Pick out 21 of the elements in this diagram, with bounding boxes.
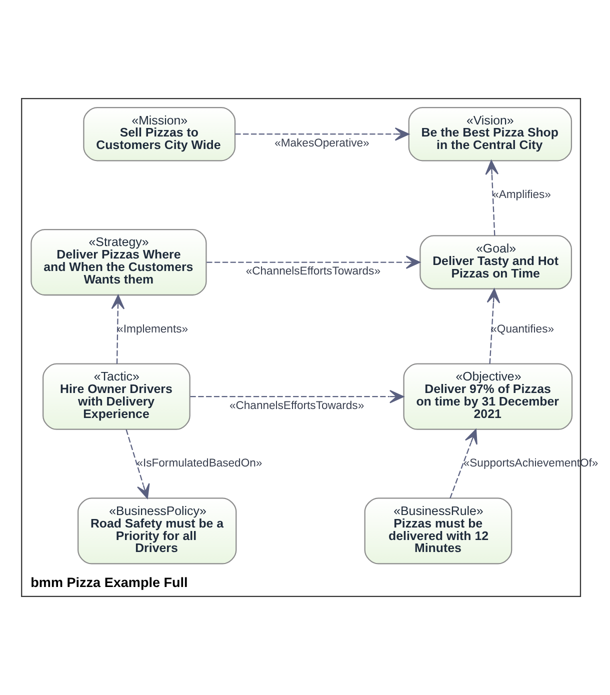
- arrow: [206, 256, 420, 269]
- node-box: «Objective» Deliver 97% of Pizzas on time by 31 December 2021: [403, 363, 573, 430]
- edge-label: «Amplifies»: [492, 188, 551, 201]
- arrow: [190, 390, 404, 404]
- node-box: «BusinessRule» Pizzas must be delivered with 12 Minutes: [364, 498, 512, 564]
- node-box: «BusinessPolicy» Road Safety must be a Priority for all Drivers: [78, 498, 237, 564]
- node-box: «Tactic» Hire Owner Drivers with Delivery Experience: [42, 363, 190, 430]
- node-box: «Strategy» Deliver Pizzas Where and When the Customers Wants them: [30, 228, 207, 296]
- node-box: «Goal» Deliver Tasty and Hot Pizzas on Time: [420, 235, 572, 290]
- arrow: [485, 160, 499, 236]
- arrow: [126, 429, 150, 499]
- arrow: [486, 288, 500, 364]
- edge-label: «MakesOperative»: [274, 138, 370, 150]
- arrow: [111, 294, 125, 364]
- node-box: «Vision» Be the Best Pizza Shop in the Central City: [408, 107, 572, 162]
- node-box: «Mission» Sell Pizzas to Customers City Wide: [83, 107, 236, 162]
- edge-label: «ChannelsEffortsTowards»: [230, 400, 364, 412]
- arrow: [235, 127, 410, 141]
- arrow: [450, 429, 478, 498]
- edge-label: «ChannelsEffortsTowards»: [246, 266, 380, 278]
- edge-label: «IsFormulatedBasedOn»: [136, 458, 262, 470]
